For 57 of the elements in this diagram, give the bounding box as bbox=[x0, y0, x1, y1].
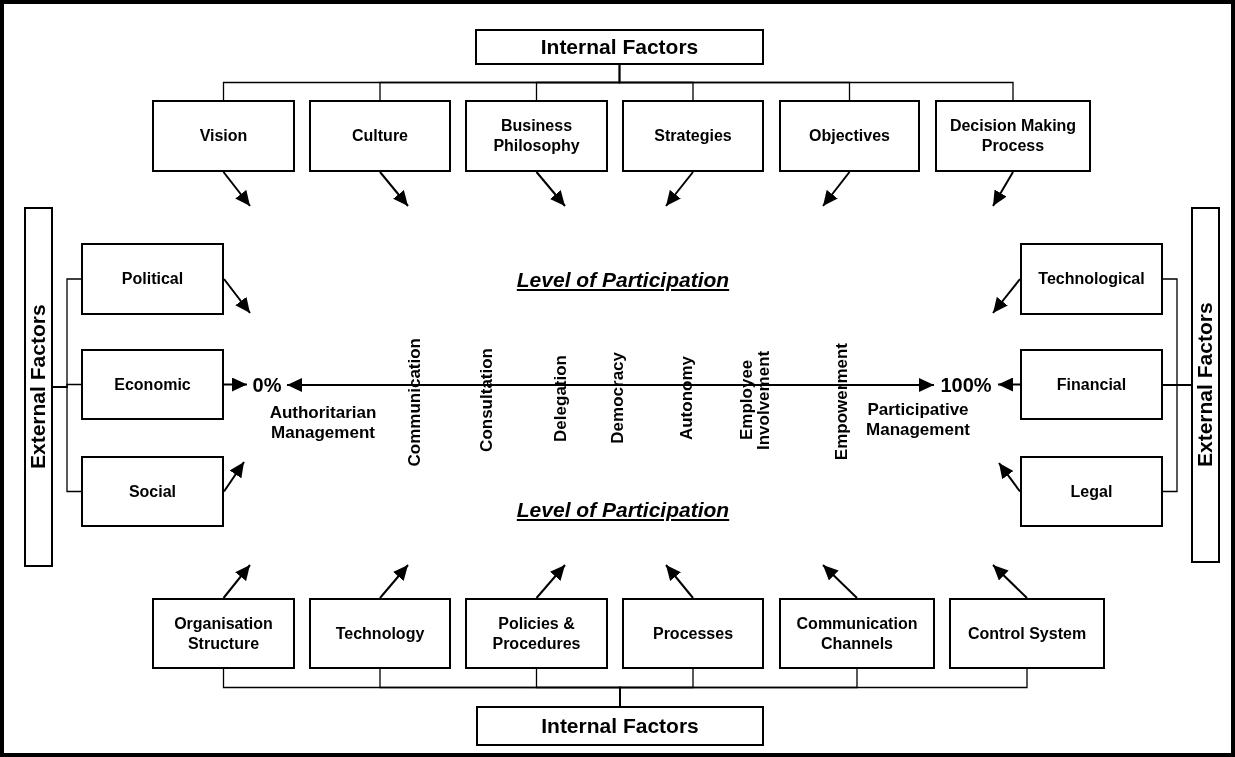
group-header-box: Internal Factors bbox=[476, 706, 764, 746]
arrow bbox=[998, 462, 1021, 493]
scale-label: Employee Involvement bbox=[738, 349, 772, 452]
scale-label: Autonomy bbox=[677, 355, 695, 440]
group-header-box: External Factors bbox=[1191, 207, 1220, 563]
scale-label: Communication bbox=[405, 337, 423, 467]
arrow bbox=[665, 564, 694, 599]
group-header-box: External Factors bbox=[24, 207, 53, 567]
factor-box: Policies & Procedures bbox=[465, 598, 608, 669]
arrow bbox=[992, 564, 1028, 599]
axis-title: Level of Participation bbox=[516, 497, 730, 523]
node-caption: Authoritarian Management bbox=[268, 403, 378, 444]
arrow bbox=[379, 171, 409, 207]
factor-box: Technological bbox=[1020, 243, 1163, 315]
arrow bbox=[223, 278, 251, 314]
percent-label: 100% bbox=[934, 372, 998, 398]
factor-box: Decision Making Process bbox=[935, 100, 1091, 172]
arrow bbox=[822, 564, 858, 599]
factor-box: Culture bbox=[309, 100, 451, 172]
factor-box: Objectives bbox=[779, 100, 920, 172]
factor-box: Control System bbox=[949, 598, 1105, 669]
arrow bbox=[286, 378, 935, 392]
factor-box: Communication Channels bbox=[779, 598, 935, 669]
arrow bbox=[535, 171, 566, 207]
connector-line bbox=[1162, 384, 1192, 493]
factor-box: Legal bbox=[1020, 456, 1163, 527]
factor-box: Vision bbox=[152, 100, 295, 172]
factor-box: Financial bbox=[1020, 349, 1163, 420]
factor-box: Social bbox=[81, 456, 224, 527]
arrow bbox=[223, 377, 248, 392]
arrow bbox=[997, 377, 1021, 392]
arrow bbox=[223, 461, 245, 493]
arrow bbox=[992, 171, 1014, 207]
factor-box: Economic bbox=[81, 349, 224, 420]
scale-label: Democracy bbox=[608, 352, 626, 444]
factor-box: Political bbox=[81, 243, 224, 315]
scale-label: Delegation bbox=[551, 354, 569, 442]
scale-label: Consultation bbox=[477, 348, 495, 452]
scale-label: Empowerment bbox=[832, 343, 850, 461]
factor-box: Organisation Structure bbox=[152, 598, 295, 669]
arrow bbox=[535, 564, 566, 599]
factor-box: Processes bbox=[622, 598, 764, 669]
arrow bbox=[379, 564, 409, 599]
group-header-box: Internal Factors bbox=[475, 29, 764, 65]
arrow bbox=[222, 171, 251, 207]
arrow bbox=[665, 171, 694, 207]
factor-box: Technology bbox=[309, 598, 451, 669]
connector-line bbox=[618, 64, 1014, 101]
percent-label: 0% bbox=[247, 372, 287, 398]
axis-title: Level of Participation bbox=[516, 267, 730, 293]
factor-box: Strategies bbox=[622, 100, 764, 172]
arrow bbox=[222, 564, 251, 599]
node-caption: Participative Management bbox=[865, 400, 971, 441]
connector-line bbox=[52, 386, 82, 493]
arrow bbox=[992, 278, 1021, 314]
arrow bbox=[822, 171, 851, 207]
factor-box: Business Philosophy bbox=[465, 100, 608, 172]
